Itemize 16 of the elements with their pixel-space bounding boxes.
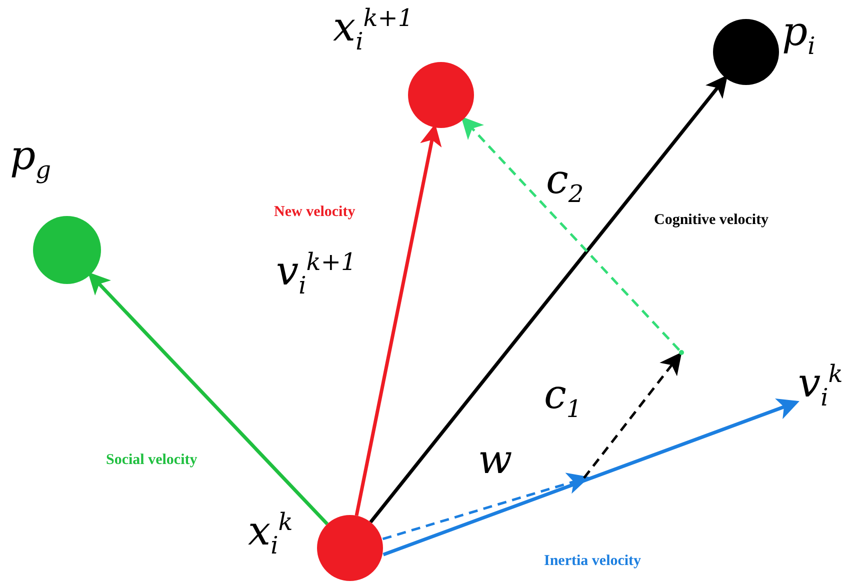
symbol-label: c$_{1}$: [544, 375, 582, 421]
arrow: [382, 398, 800, 556]
dashed-arrow: [382, 472, 590, 540]
point-label: p$_{i}$: [782, 12, 816, 58]
corner-point: [679, 350, 684, 355]
dashed-arrow: [583, 352, 682, 479]
vector-label: Cognitive velocity: [654, 212, 769, 229]
arrow: [88, 272, 329, 526]
dashed-arrow: [461, 116, 680, 351]
vector-label: Inertia velocity: [544, 553, 642, 570]
arrow: [369, 74, 728, 524]
vector-label: Social velocity: [106, 452, 198, 469]
symbol-label: w: [478, 440, 512, 480]
vector-label: New velocity: [274, 204, 356, 221]
point-label: p$_{g}$: [10, 136, 51, 182]
symbol-label: c$_{2}$: [546, 160, 584, 206]
